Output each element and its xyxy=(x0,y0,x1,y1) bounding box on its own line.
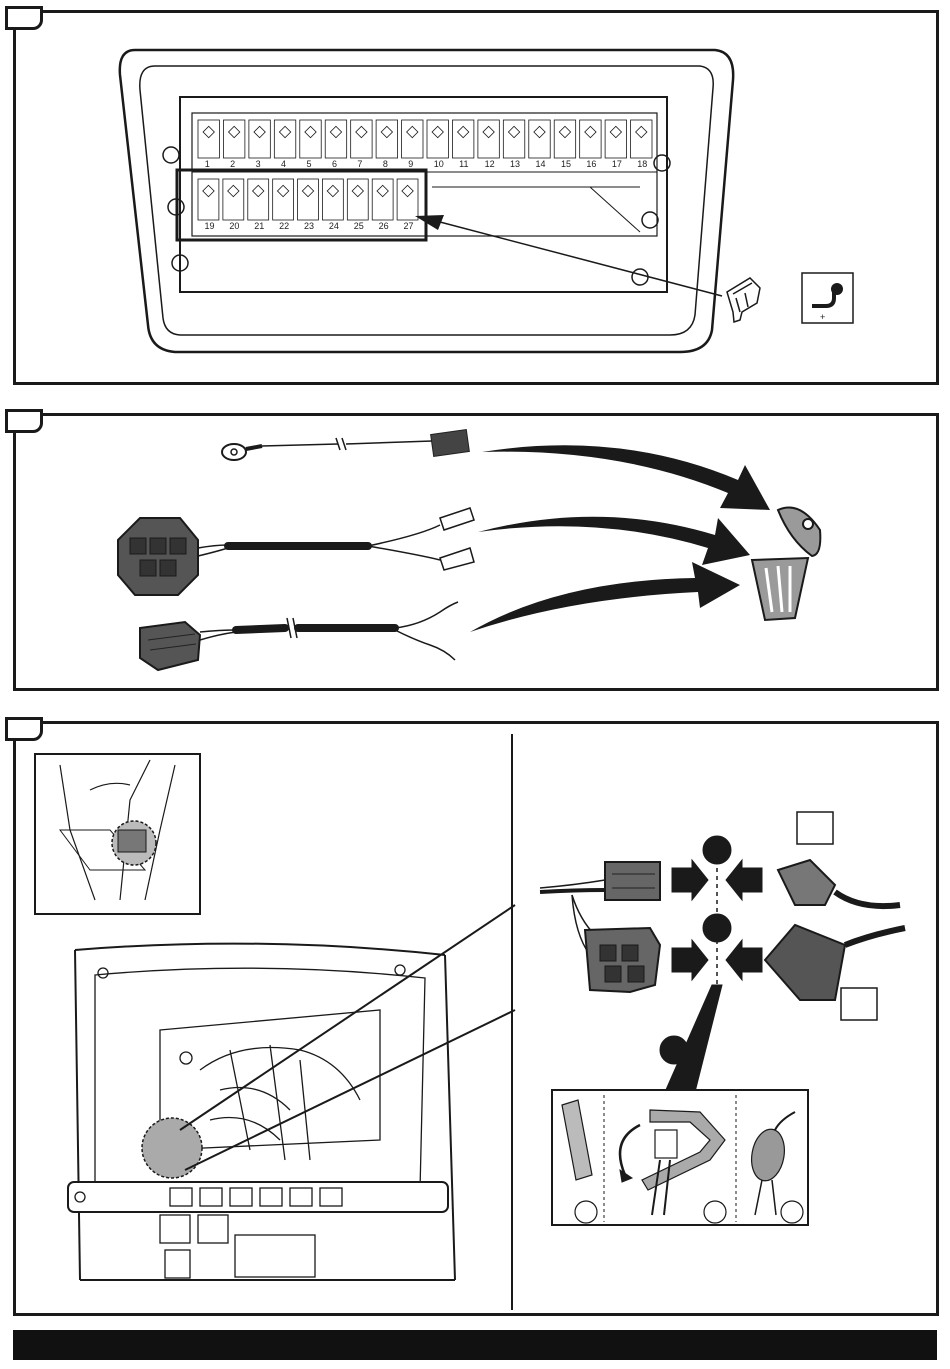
fuse-slot xyxy=(503,120,524,158)
fuse-number-label: 22 xyxy=(279,221,289,231)
fuse-slot xyxy=(198,120,219,158)
fuse-number-label: 14 xyxy=(536,159,546,169)
detail-leader-line-1 xyxy=(180,905,515,1130)
fuse-slot xyxy=(249,120,270,158)
discard-arrow-1 xyxy=(482,445,770,510)
connector-harness-part-2 xyxy=(140,602,458,670)
fuse-slot xyxy=(223,120,244,158)
discard-arrow-2 xyxy=(478,517,750,565)
fuse-number-label: 6 xyxy=(332,159,337,169)
fuse-number-label: 7 xyxy=(357,159,362,169)
fuse-number-label: 26 xyxy=(379,221,389,231)
fuse-slot xyxy=(478,120,499,158)
variant-box-2 xyxy=(841,988,877,1020)
fuse-number-label: 1 xyxy=(205,159,210,169)
fuse-number-label: 16 xyxy=(586,159,596,169)
finishing-detail xyxy=(552,1090,808,1225)
fuse-number-label: 25 xyxy=(354,221,364,231)
tow-icon-plus: + xyxy=(820,312,825,322)
fuse-number-label: 17 xyxy=(612,159,622,169)
variant-box-1 xyxy=(797,812,833,844)
connector-icon xyxy=(765,925,845,1000)
fuse-number-label: 27 xyxy=(404,221,414,231)
fuse-number-label: 11 xyxy=(459,159,468,169)
fuse-number-label: 24 xyxy=(329,221,339,231)
fuse-number-label: 2 xyxy=(230,159,235,169)
connector-harness-part xyxy=(118,508,474,595)
fuse-slot xyxy=(605,120,626,158)
fuse-number-label: 15 xyxy=(561,159,571,169)
fuse-slot xyxy=(452,120,473,158)
fuse-slot xyxy=(631,120,652,158)
fuse-slot xyxy=(325,120,346,158)
fuse-number-label: 8 xyxy=(383,159,388,169)
fuse-row-bottom: 19 20 21 22 23 24 25 26 27 xyxy=(198,179,418,231)
fuse-slot xyxy=(351,120,372,158)
ground-wire-part xyxy=(222,430,469,460)
location-inset xyxy=(35,754,200,914)
connector-icon xyxy=(605,862,660,900)
fuse-number-label: 4 xyxy=(281,159,286,169)
fuse-number-label: 18 xyxy=(637,159,647,169)
fuse-slot xyxy=(376,120,397,158)
connector-icon xyxy=(778,860,835,905)
fuse-number-label: 5 xyxy=(307,159,312,169)
fuse-number-label: 12 xyxy=(485,159,495,169)
fuse-slot xyxy=(300,120,321,158)
fuse-number-label: 13 xyxy=(510,159,520,169)
trash-bin-icon xyxy=(752,508,820,621)
fuse-slot xyxy=(402,120,423,158)
fuse-number-label: 3 xyxy=(256,159,261,169)
fuse-number-label: 20 xyxy=(229,221,239,231)
vehicle-interior-view xyxy=(68,944,455,1280)
fuse-number-label: 21 xyxy=(254,221,264,231)
fuse-pointer-arrowhead xyxy=(415,215,444,230)
connector-icon xyxy=(140,622,200,670)
connection-detail xyxy=(540,812,905,1092)
fuse-number-label: 19 xyxy=(204,221,214,231)
fuse-slot xyxy=(274,120,295,158)
tow-hook-icon: + xyxy=(802,273,853,323)
connector-icon xyxy=(118,518,198,595)
fuse-slot xyxy=(529,120,550,158)
detail-leader-line-2 xyxy=(185,1010,515,1170)
discard-arrow-3 xyxy=(470,562,740,632)
fuse-slot xyxy=(427,120,448,158)
fuse-icon xyxy=(727,278,760,322)
fuse-number-label: 9 xyxy=(408,159,413,169)
fuse-slot xyxy=(580,120,601,158)
fuse-number-label: 23 xyxy=(304,221,314,231)
ring-terminal-icon xyxy=(222,444,246,460)
fuse-pointer-line xyxy=(440,222,722,296)
fuse-number-label: 10 xyxy=(434,159,444,169)
fuse-slot xyxy=(554,120,575,158)
discard-arrows xyxy=(470,445,770,632)
